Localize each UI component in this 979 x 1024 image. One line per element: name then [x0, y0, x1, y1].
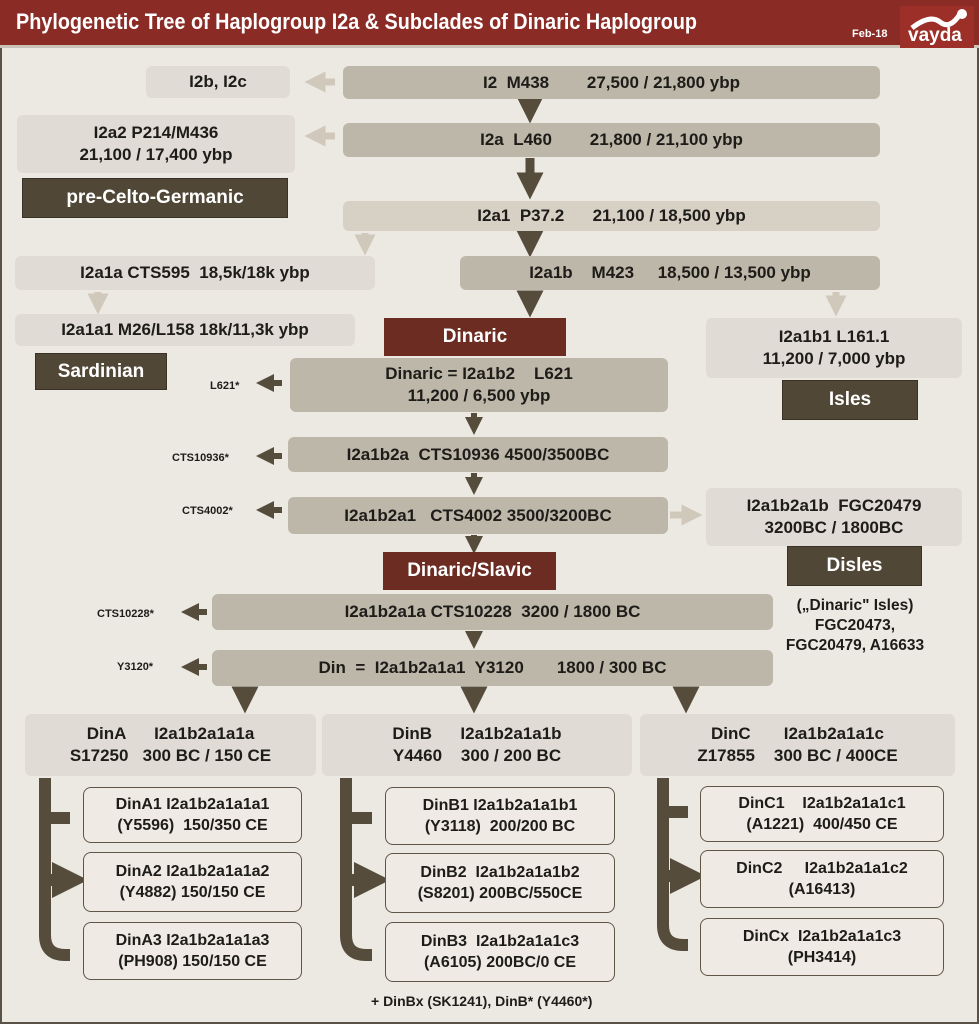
- node-i2a1a: I2a1a CTS595 18,5k/18k ybp: [15, 256, 375, 290]
- node-dinc: DinC I2a1b2a1a1c Z17855 300 BC / 400CE: [640, 714, 955, 776]
- leaf-dina2: DinA2 I2a1b2a1a1a2 (Y4882) 150/150 CE: [83, 852, 302, 912]
- node-dina: DinA I2a1b2a1a1a S17250 300 BC / 150 CE: [25, 714, 316, 776]
- node-i2a2: I2a2 P214/M436 21,100 / 17,400 ybp: [17, 115, 295, 173]
- node-din: Din = I2a1b2a1a1 Y3120 1800 / 300 BC: [212, 650, 773, 686]
- node-i2a1b2a1b: I2a1b2a1b FGC20479 3200BC / 1800BC: [706, 488, 962, 546]
- side-cts10228: CTS10228*: [97, 608, 154, 620]
- node-i2: I2 M438 27,500 / 21,800 ybp: [343, 66, 880, 99]
- side-cts10936: CTS10936*: [172, 452, 229, 464]
- node-i2a1a1: I2a1a1 M26/L158 18k/11,3k ybp: [15, 314, 355, 346]
- logo-swoosh-icon: [910, 9, 967, 30]
- node-i2a1b2a: I2a1b2a CTS10936 4500/3500BC: [288, 437, 668, 472]
- node-i2a1b2a1: I2a1b2a1 CTS4002 3500/3200BC: [288, 497, 668, 534]
- label-dinaric-slavic: Dinaric/Slavic: [383, 552, 556, 590]
- node-i2b-i2c: I2b, I2c: [146, 66, 290, 98]
- leaf-dinb2: DinB2 I2a1b2a1a1b2 (S8201) 200BC/550CE: [385, 853, 615, 913]
- side-y3120: Y3120*: [117, 661, 154, 673]
- leaf-dinc3: DinCx I2a1b2a1a1c3 (PH3414): [700, 918, 944, 976]
- header-bar: Phylogenetic Tree of Haplogroup I2a & Su…: [0, 0, 979, 48]
- leaf-dinc1: DinC1 I2a1b2a1a1c1 (A1221) 400/450 CE: [700, 786, 944, 842]
- side-l621: L621*: [210, 380, 240, 392]
- label-dinaric: Dinaric: [384, 318, 566, 356]
- vayda-logo: vayda: [900, 6, 974, 48]
- label-disles: Disles: [787, 546, 922, 586]
- node-i2a1b: I2a1b M423 18,500 / 13,500 ybp: [460, 256, 880, 290]
- footnote: + DinBx (SK1241), DinB* (Y4460*): [371, 993, 593, 1009]
- date-label: Feb-18: [852, 28, 888, 40]
- leaf-dinb3: DinB3 I2a1b2a1a1c3 (A6105) 200BC/0 CE: [385, 922, 615, 982]
- leaf-dinc2: DinC2 I2a1b2a1a1c2 (A16413): [700, 850, 944, 908]
- label-sardinian: Sardinian: [35, 353, 167, 390]
- branch-dinc: [657, 778, 688, 951]
- side-cts4002: CTS4002*: [182, 505, 233, 517]
- branch-dinb: [340, 778, 372, 961]
- label-isles: Isles: [782, 380, 918, 420]
- branch-dina: [39, 778, 70, 961]
- leaf-dina3: DinA3 I2a1b2a1a1a3 (PH908) 150/150 CE: [83, 922, 302, 980]
- node-i2a1: I2a1 P37.2 21,100 / 18,500 ybp: [343, 201, 880, 231]
- logo-text: vayda: [908, 25, 962, 46]
- node-i2a1b1: I2a1b1 L161.1 11,200 / 7,000 ybp: [706, 318, 962, 378]
- node-i2a1b2a1a: I2a1b2a1a CTS10228 3200 / 1800 BC: [212, 594, 773, 630]
- label-pre-celto-germanic: pre-Celto-Germanic: [22, 178, 288, 218]
- disles-note: („Dinaric" Isles) FGC20473, FGC20479, A1…: [785, 597, 925, 654]
- leaf-dina1: DinA1 I2a1b2a1a1a1 (Y5596) 150/350 CE: [83, 787, 302, 843]
- node-dinb: DinB I2a1b2a1a1b Y4460 300 / 200 BC: [322, 714, 632, 776]
- node-i2a: I2a L460 21,800 / 21,100 ybp: [343, 123, 880, 157]
- node-i2a1b2: Dinaric = I2a1b2 L621 11,200 / 6,500 ybp: [290, 358, 668, 412]
- page-title: Phylogenetic Tree of Haplogroup I2a & Su…: [16, 9, 698, 34]
- leaf-dinb1: DinB1 I2a1b2a1a1b1 (Y3118) 200/200 BC: [385, 787, 615, 845]
